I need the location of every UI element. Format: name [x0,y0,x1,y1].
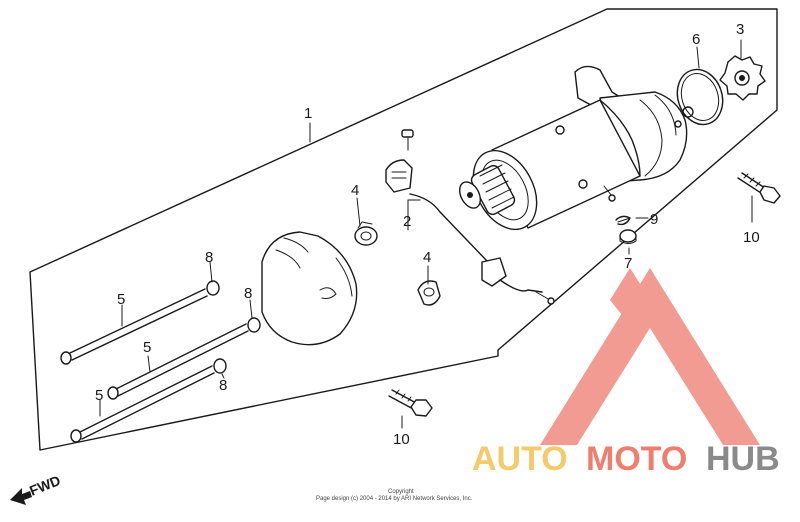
mounting-bolt-lower [388,389,433,417]
callout-9: 9 [650,211,658,228]
watermark-hub: HUB [706,440,780,478]
watermark-moto: MOTO [586,440,687,478]
bushing-a [354,221,378,246]
starter-motor [458,65,694,231]
o-ring [676,68,724,126]
watermark-auto: AUTO [472,440,568,478]
copyright-line2: Page design (c) 2004 - 2014 by ARI Netwo… [316,496,473,502]
callout-8a: 8 [205,249,213,266]
callout-4b: 4 [423,249,431,266]
washer-c [213,358,227,374]
through-bolt-c [70,365,215,443]
callout-10b: 10 [393,431,410,448]
assembly-boundary [29,8,778,451]
fwd-arrow: FWD [10,472,63,505]
brush-lead-wire [385,129,555,305]
callout-10a: 10 [743,229,760,246]
front-cover [261,231,358,346]
bushing-b [417,280,441,306]
callout-5c: 5 [95,387,103,404]
callout-3: 3 [736,21,744,38]
gear [719,55,766,101]
washer-a [206,280,220,296]
watermark-logo [540,268,760,445]
fwd-label: FWD [27,472,63,499]
washer-b [247,317,261,333]
nut [619,229,637,244]
callout-8c: 8 [219,377,227,394]
callout-6: 6 [692,31,700,48]
callout-5a: 5 [117,291,125,308]
spring-washer [615,215,631,226]
through-bolt-a [60,288,208,365]
leader-lines [99,39,753,429]
callout-1: 1 [304,105,312,122]
callout-4a: 4 [351,182,359,199]
through-bolt-b [107,323,249,400]
copyright-line1: Copyright [388,489,414,495]
callout-8b: 8 [244,285,252,302]
callout-2: 2 [403,213,411,230]
callout-7: 7 [624,255,632,272]
mounting-bolt-upper [737,172,781,204]
callout-5b: 5 [143,339,151,356]
watermark-text: AUTO MOTO HUB [472,440,780,478]
